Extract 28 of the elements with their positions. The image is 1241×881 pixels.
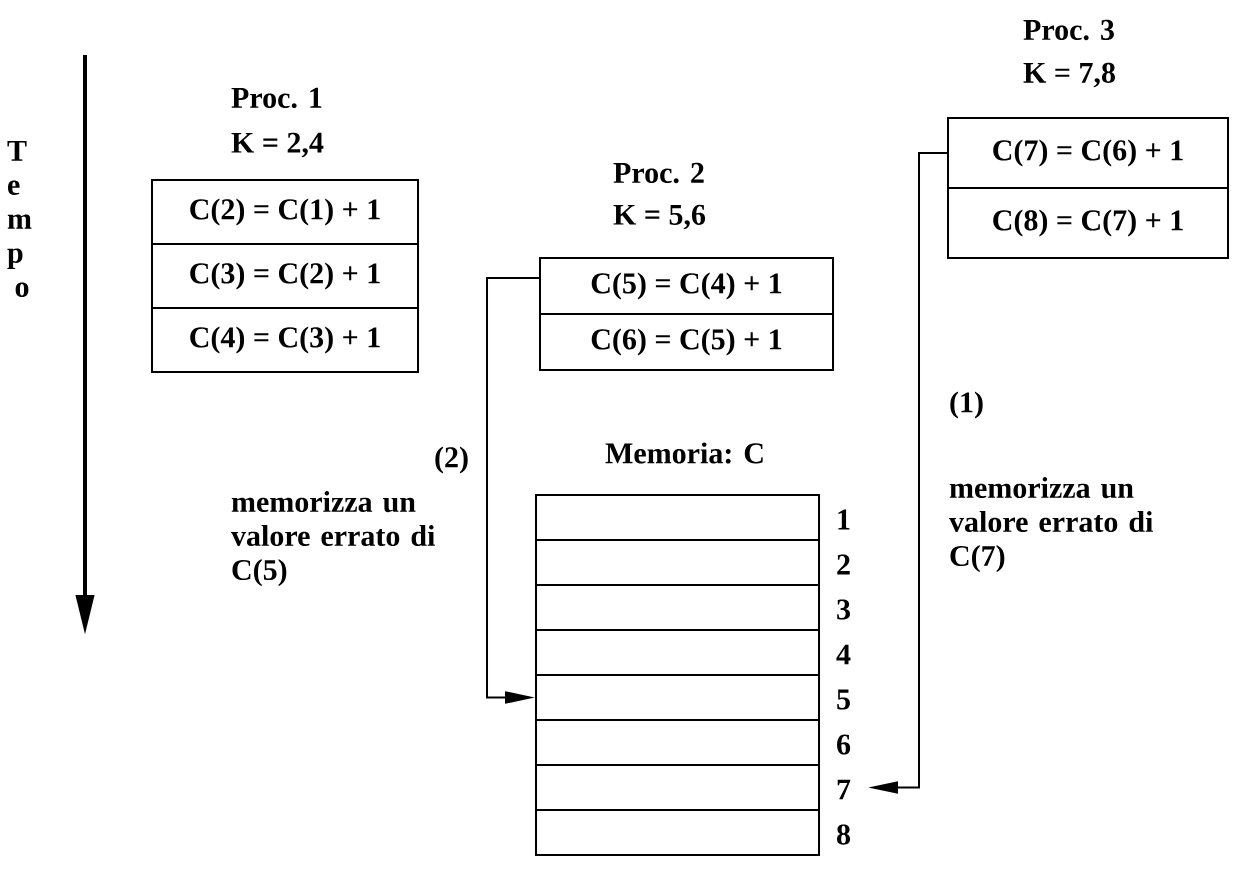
cell-number: 5 bbox=[837, 689, 850, 710]
formula-cell: C(4) = C(3) + 1 bbox=[151, 307, 419, 373]
formula-cell: C(2) = C(1) + 1 bbox=[151, 179, 419, 245]
cell-number: 2 bbox=[837, 554, 850, 575]
note: memorizza un valore errato di C(7) bbox=[949, 477, 1153, 573]
heading: Proc. 2 bbox=[613, 162, 704, 184]
formula-cell: C(6) = C(5) + 1 bbox=[539, 313, 834, 371]
formula-cell: C(5) = C(4) + 1 bbox=[539, 257, 834, 315]
heading: K = 2,4 bbox=[231, 132, 324, 158]
formula-cell: C(7) = C(6) + 1 bbox=[947, 117, 1229, 189]
note: memorizza un valore errato di C(5) bbox=[231, 491, 435, 587]
cell-number: 7 bbox=[837, 779, 851, 800]
formula-cell: C(3) = C(2) + 1 bbox=[151, 243, 419, 309]
heading: K = 7,8 bbox=[1023, 62, 1115, 88]
cell-number: 6 bbox=[837, 734, 851, 755]
formula-cell: C(8) = C(7) + 1 bbox=[947, 187, 1229, 259]
heading: Proc. 3 bbox=[1023, 19, 1114, 41]
arrow bbox=[486, 277, 540, 704]
cell-number: 8 bbox=[837, 824, 850, 845]
step-number: (2) bbox=[435, 446, 468, 474]
cell-number: 1 bbox=[838, 509, 850, 530]
heading: K = 5,6 bbox=[613, 204, 706, 230]
cell-number: 3 bbox=[837, 599, 850, 620]
heading: Memoria: C bbox=[605, 442, 763, 464]
axis-label: Tempo bbox=[7, 141, 32, 297]
step-number: (1) bbox=[950, 391, 983, 419]
cell-number: 4 bbox=[836, 644, 851, 665]
heading: Proc. 1 bbox=[231, 87, 322, 109]
